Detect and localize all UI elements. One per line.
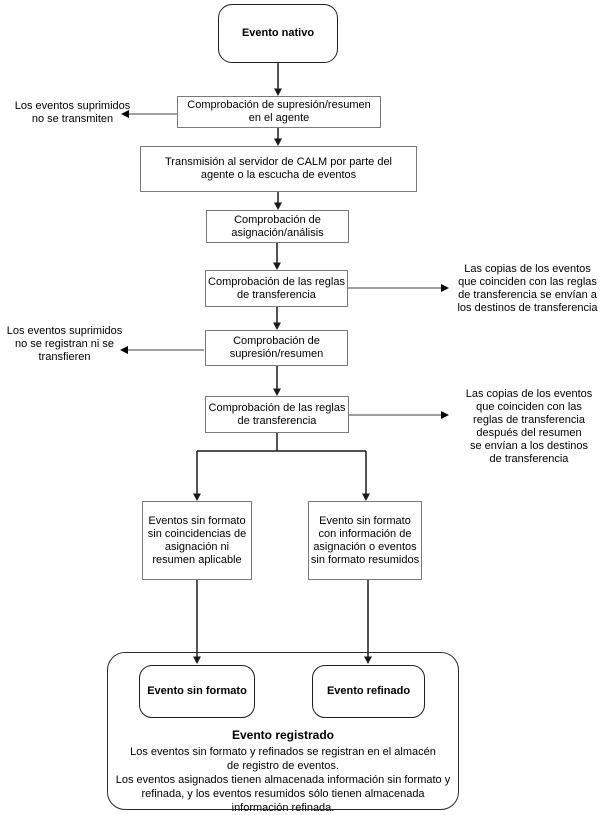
registry-body: Los eventos sin formato y refinados se r… — [115, 746, 451, 814]
node-transmision-servidor-calm: Transmisión al servidor de CALM por part… — [140, 146, 417, 192]
registry-title: Evento registrado — [231, 728, 335, 742]
node-eventos-sin-coincidencias: Eventos sin formato sin coincidencias de… — [142, 501, 252, 580]
annotation-copias-despues-resumen: Las copias de los eventos que coinciden … — [465, 388, 593, 465]
node-comprobacion-supresion-resumen: Comprobación de supresión/resumen — [205, 330, 348, 366]
node-eventos-con-informacion: Evento sin formato con información de as… — [308, 501, 422, 580]
node-evento-sin-formato: Evento sin formato — [139, 665, 255, 718]
annotation-suprimidos-no-registran: Los eventos suprimidos no se registran n… — [6, 325, 123, 363]
annotation-suprimidos-no-transmiten: Los eventos suprimidos no se transmiten — [14, 100, 131, 125]
registry-text-block: Evento registrado Los eventos sin format… — [112, 728, 454, 815]
annotation-copias-destinos-transferencia: Las copias de los eventos que coinciden … — [457, 263, 598, 314]
node-comprobacion-supresion-agente: Comprobación de supresión/resumen en el … — [177, 96, 381, 128]
node-evento-refinado: Evento refinado — [312, 665, 425, 718]
node-comprobacion-asignacion-analisis: Comprobación de asignación/análisis — [206, 210, 349, 243]
node-comprobacion-reglas-transferencia-1: Comprobación de las reglas de transferen… — [205, 270, 348, 307]
node-evento-nativo: Evento nativo — [218, 4, 338, 63]
node-comprobacion-reglas-transferencia-2: Comprobación de las reglas de transferen… — [205, 396, 349, 433]
